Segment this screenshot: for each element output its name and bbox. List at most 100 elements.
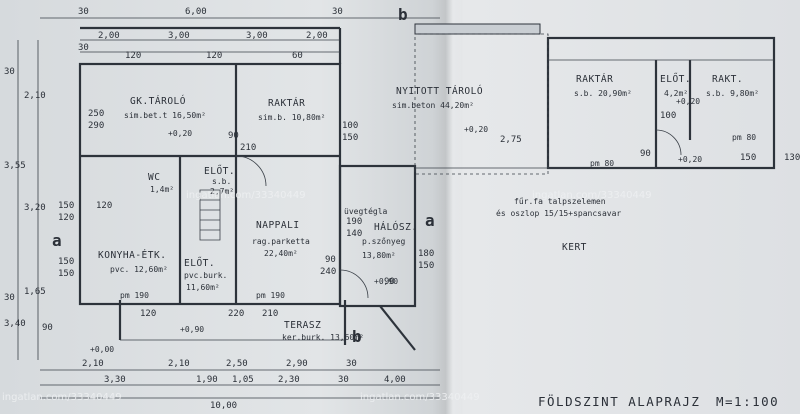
level-mark: +0,20 — [676, 97, 700, 106]
outer-walls — [78, 26, 417, 351]
room-raktar-spec: sim.b. 10,80m² — [258, 113, 325, 122]
dim: 100 — [660, 111, 676, 121]
dim: 90 — [384, 277, 395, 287]
section-mark-b-bottom: b — [352, 327, 362, 346]
room-elot-3-spec: pvc.burk. — [184, 271, 227, 280]
level-mark: +0,20 — [168, 129, 192, 138]
room-nappali-spec: rag.parketta — [252, 237, 310, 246]
door-arc-3 — [655, 129, 682, 156]
dim: 120 — [96, 201, 112, 211]
level-mark: +0,90 — [374, 277, 398, 286]
dim: 30 — [332, 7, 343, 17]
room-elot-2: ELŐT. — [204, 166, 235, 177]
dim: 10,00 — [210, 401, 237, 411]
dim: 3,30 — [104, 375, 126, 385]
room-terasz: TERASZ — [284, 320, 321, 331]
dim: 3,40 — [4, 319, 26, 329]
dim: 30 — [78, 7, 89, 17]
dim: 140 — [346, 229, 362, 239]
note-oszlop: és oszlop 15/15+spancsavar — [496, 208, 621, 218]
garden-label: KERT — [562, 242, 587, 253]
dim: 60 — [292, 51, 303, 61]
room-nyitott-tarolo: NYITOTT TÁROLÓ — [396, 85, 483, 97]
room-terasz-spec: ker.burk. 13,60m² — [282, 333, 364, 342]
room-rakt-spec: s.b. 9,80m² — [706, 89, 759, 98]
dim: 120 — [58, 213, 74, 223]
section-mark-b-top: b — [398, 5, 408, 24]
dim: 220 — [228, 309, 244, 319]
dim: 90 — [42, 323, 53, 333]
watermark: ingatlan.com/33340449 — [2, 392, 122, 403]
room-wc-spec: 1,4m² — [150, 185, 174, 194]
room-raktar-2: RAKTÁR — [576, 73, 613, 85]
room-konyha: KONYHA-ÉTK. — [98, 249, 166, 261]
dim: 2,50 — [226, 359, 248, 369]
room-elot-3-area: 11,60m² — [186, 283, 220, 292]
pm-label: pm 190 — [256, 291, 285, 300]
room-elot-2-spec: s.b. — [212, 177, 231, 186]
pm-label: pm 80 — [590, 159, 614, 168]
dim: 3,00 — [168, 31, 190, 41]
dim: 2,10 — [168, 359, 190, 369]
level-mark: +0,20 — [678, 155, 702, 164]
dim: 100 — [342, 121, 358, 131]
dim: 30 — [346, 359, 357, 369]
dim: 2,75 — [500, 135, 522, 145]
glass-brick-label: üvegtégla — [344, 206, 388, 216]
door-arc-1 — [235, 155, 267, 187]
dim: 2,10 — [82, 359, 104, 369]
dim: 120 — [206, 51, 222, 61]
room-nyitott-tarolo-spec: sim.beton 44,20m² — [392, 101, 474, 110]
dim: 180 — [418, 249, 434, 259]
dim: 30 — [338, 375, 349, 385]
pm-label: pm 190 — [120, 291, 149, 300]
room-elot-3: ELŐT. — [184, 258, 215, 269]
dim: 2,10 — [24, 91, 46, 101]
room-elot: ELŐT. — [660, 74, 691, 85]
dim: 2,00 — [306, 31, 328, 41]
dim: 130 — [784, 153, 800, 163]
dim: 90 — [640, 149, 651, 159]
dim: 1,90 — [196, 375, 218, 385]
room-halosz: HÁLÓSZ. — [374, 221, 418, 233]
dim: 1,05 — [232, 375, 254, 385]
dim: 4,00 — [384, 375, 406, 385]
dim: 150 — [58, 269, 74, 279]
dim: 3,20 — [24, 203, 46, 213]
dim: 120 — [140, 309, 156, 319]
dim: 150 — [740, 153, 756, 163]
dim: 3,55 — [4, 161, 26, 171]
room-nappali-area: 22,40m² — [264, 249, 298, 258]
room-raktar-2-spec: s.b. 20,90m² — [574, 89, 632, 98]
plan-scale: M=1:100 — [716, 394, 779, 409]
paper-fold — [432, 0, 462, 414]
room-halosz-area: 13,80m² — [362, 251, 396, 260]
room-raktar: RAKTÁR — [268, 97, 305, 109]
level-mark: +0,20 — [464, 125, 488, 134]
dim: 150 — [58, 257, 74, 267]
stair — [199, 189, 221, 241]
room-halosz-spec: p.szőnyeg — [362, 237, 406, 246]
room-rakt: RAKT. — [712, 74, 743, 85]
dim: 30 — [4, 293, 15, 303]
level-mark: +0,00 — [90, 345, 114, 354]
room-konyha-spec: pvc. 12,60m² — [110, 265, 168, 274]
storage-block-walls — [546, 36, 776, 170]
dim: 1,65 — [24, 287, 46, 297]
pm-label: pm 80 — [732, 133, 756, 142]
dim: 30 — [78, 43, 89, 53]
dim: 3,00 — [246, 31, 268, 41]
dim: 2,90 — [286, 359, 308, 369]
door-arc-2 — [339, 269, 369, 299]
dim: 150 — [58, 201, 74, 211]
room-elot-2-area: 2,7m² — [210, 187, 234, 196]
dim: 240 — [320, 267, 336, 277]
dim: 210 — [240, 143, 256, 153]
watermark: ingatlan.com/33340449 — [532, 190, 652, 201]
watermark: ingatlan.com/33340449 — [360, 392, 480, 403]
dimension-lines — [17, 17, 440, 399]
room-nappali: NAPPALI — [256, 220, 300, 231]
